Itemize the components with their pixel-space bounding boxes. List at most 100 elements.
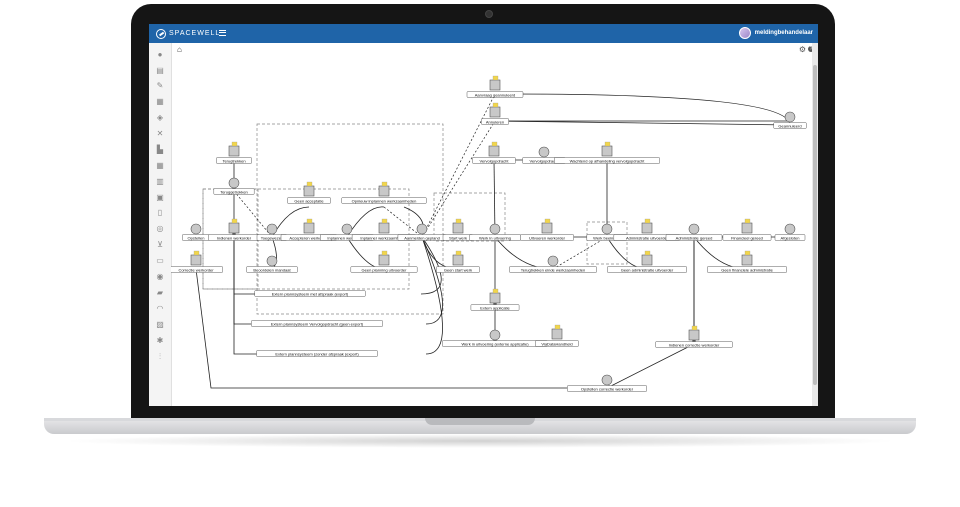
node-label: Inplanner werkzaamheden [360,235,407,240]
workflow-node-opnieuw-inplannen[interactable]: Opnieuw inplannen werkzaamheden [341,181,427,204]
dashed-edge [383,206,423,238]
workflow-node-terugtrekken[interactable]: Terugtrekken [216,141,252,164]
node-label: Geen administratie uitvoerder [621,267,674,272]
laptop-notch [425,418,535,425]
workflow-node-geen-acceptatie[interactable]: Geen acceptatie [287,181,331,204]
webcam-icon [485,10,493,18]
wrench-icon[interactable]: ✎ [156,81,164,90]
cube-icon[interactable]: ◈ [156,113,164,122]
task-badge-icon [604,141,611,147]
building-icon[interactable]: ▦ [156,97,164,106]
app-screen: SPACEWELL meldingbehandelaar ● ▤ ✎ ▦ ◈ ✕… [149,24,818,406]
spacewell-logo[interactable]: SPACEWELL [156,27,220,40]
node-label: Werk beeindigd [593,235,621,240]
workflow-node-correctie-werkorder[interactable]: Correctie werkorder [169,250,223,273]
clipboard-icon[interactable]: ▯ [157,208,163,217]
city-icon[interactable]: ▙ [156,145,164,154]
workflow-node-afgesloten[interactable]: Afgesloten [774,223,806,241]
workflow-node-geen-planning-uitvoerder[interactable]: Geen planning uitvoerder [350,250,418,273]
swimlane-group [433,192,506,242]
settings-icon[interactable]: ✱ [156,336,164,345]
node-label: Beoordelen mandaat [253,267,291,272]
cart-icon[interactable]: ⊻ [157,240,163,249]
task-badge-icon [231,141,238,147]
task-badge-icon [492,102,499,108]
node-label: Accepteren werkorder [289,235,329,240]
workflow-node-toegewezen[interactable]: Toegewezen [256,223,288,241]
workflow-node-uitvoeren-werkorder[interactable]: Uitvoeren werkorder [520,218,574,241]
workflow-node-werk-externe-applicatie[interactable]: Werk in uitvoering (externe applicatie) [442,329,548,347]
workflow-node-annuleren[interactable]: Annuleren [481,102,509,125]
document-icon[interactable]: ▤ [156,66,164,75]
node-label: Geen planning uitvoerder [362,267,408,272]
workflow-node-via-data-handheld[interactable]: ViaDataHandheld [535,324,579,347]
workflow-node-extern-planner-zonder[interactable]: Extern plannsysteem (zonder afspraak (ex… [256,350,378,357]
workflow-node-geannuleerd[interactable]: Geannuleerd [773,111,807,129]
workflow-node-indienen-correctie[interactable]: Indienen correctie werkorder [655,325,733,348]
workflow-node-indienen-werkorder[interactable]: Indienen werkorder [208,218,260,241]
truck-icon[interactable]: ▰ [156,288,164,297]
help-icon[interactable]: ? [808,46,814,52]
workflow-node-opstellen[interactable]: Opstellen [182,223,210,241]
scroll-thumb[interactable] [813,65,817,385]
workflow-node-extern-applicatie[interactable]: Extern applicatie [470,288,520,311]
workflow-node-terugtrekken-eindwerk[interactable]: Terugtrekken einde werkzaamheden [509,255,597,273]
task-badge-icon [691,325,698,331]
workflow-node-teruggetrokken[interactable]: Teruggetrokken [213,177,255,195]
laptop-base [44,418,916,434]
node-label: Financieel gereed [731,235,763,240]
gear-icon[interactable]: ⚙ [798,45,806,54]
task-badge-icon [492,288,499,294]
flow-edge [606,343,695,389]
node-label: Opstellen correctie werkorder [581,386,634,391]
task-badge-icon [644,218,651,224]
globe-icon[interactable]: ◉ [156,272,164,281]
node-label: Aanvraag geannuleerd [475,92,515,97]
gauge-icon[interactable]: ◠ [156,304,164,313]
home-icon[interactable]: ⌂ [177,45,182,54]
toolbar: ⌂ ⚙ ? [171,43,818,57]
target-icon[interactable]: ◎ [156,224,164,233]
logo-mark-icon [156,28,166,39]
workflow-node-geen-financiele-admin[interactable]: Geen financiele administratie [707,250,787,273]
workflow-node-geen-admin-uitvoerder[interactable]: Geen administratie uitvoerder [607,250,687,273]
workflow-node-aanmelden-gepland[interactable]: Aanmelden gepland [397,223,447,241]
hamburger-menu-icon[interactable] [219,30,226,36]
user-icon[interactable]: ● [157,50,163,59]
workflow-node-start-werk[interactable]: Start werk [442,218,474,241]
user-menu[interactable]: meldingbehandelaar [738,27,813,39]
node-label: Terugtrekken einde werkzaamheden [521,267,585,272]
dashed-edge [421,120,496,238]
workflow-node-opstellen-correctie[interactable]: Opstellen correctie werkorder [567,374,647,392]
user-name: meldingbehandelaar [754,30,813,36]
node-label: Annuleren [486,119,504,124]
node-label: Teruggetrokken [220,189,248,194]
workflow-node-werk-in-uitvoering[interactable]: Werk in uitvoering [469,223,521,241]
avatar[interactable] [738,27,751,39]
sliders-icon[interactable]: ⫶ [159,352,161,361]
task-badge-icon [744,250,751,256]
laptop-shadow [60,434,900,448]
money-icon[interactable]: ▣ [156,193,164,202]
chart-icon[interactable]: ▥ [156,177,164,186]
node-label: Extern plannsysteem met afspraak (export… [272,291,349,296]
workflow-node-financieel-gereed[interactable]: Financieel gereed [722,218,772,241]
workflow-node-extern-planner-vervolg[interactable]: Extern plannsysteem Vervolgopdracht (gee… [251,320,383,327]
task-badge-icon [231,218,238,224]
workflow-node-aanvraag-geannuleerd[interactable]: Aanvraag geannuleerd [466,75,524,98]
scrollbar[interactable] [812,43,818,406]
flow-edge [271,206,310,238]
workflow-node-administratie-uitvoerder[interactable]: Administratie uitvoerder [613,218,681,241]
workflow-node-administratie-gereed[interactable]: Administratie gereed [665,223,723,241]
workflow-node-vervolgopdracht[interactable]: Vervolgopdracht [472,141,516,164]
flow-edge [421,236,443,325]
workflow-node-geen-start-werk[interactable]: Geen start werk [436,250,480,273]
workflow-node-extern-planner-afspraak[interactable]: Extern plannsysteem met afspraak (export… [254,290,366,297]
workflow-node-beoordelen-mandaat[interactable]: Beoordelen mandaat [246,255,298,273]
image-icon[interactable]: ▨ [156,320,164,329]
file-icon[interactable]: ▭ [156,256,164,265]
workflow-node-wachtend-afhandeling[interactable]: Wachtend op afhandeling vervolgopdracht [554,141,660,164]
tools-icon[interactable]: ✕ [156,129,164,138]
grid-icon[interactable]: ▦ [156,161,164,170]
